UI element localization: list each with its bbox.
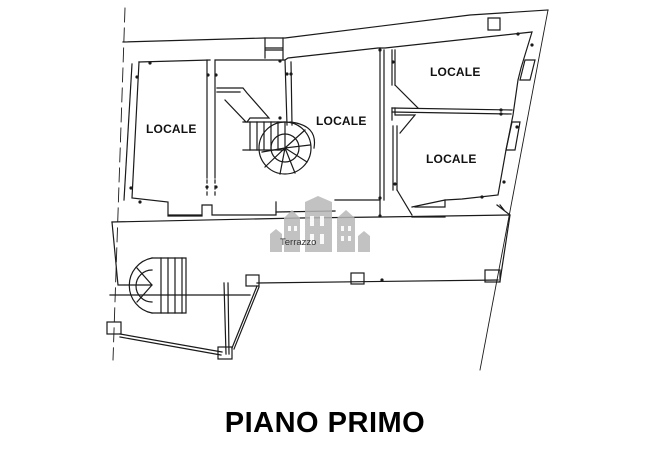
room-label-left: LOCALE [146,122,197,136]
room-label-center: LOCALE [316,114,367,128]
watermark-houses-icon [270,196,370,252]
room-label-top-right: LOCALE [430,65,481,79]
plan-title: PIANO PRIMO [224,407,426,439]
room-label-bottom-right: LOCALE [426,152,477,166]
terrace-label: Terrazzo [280,237,317,248]
